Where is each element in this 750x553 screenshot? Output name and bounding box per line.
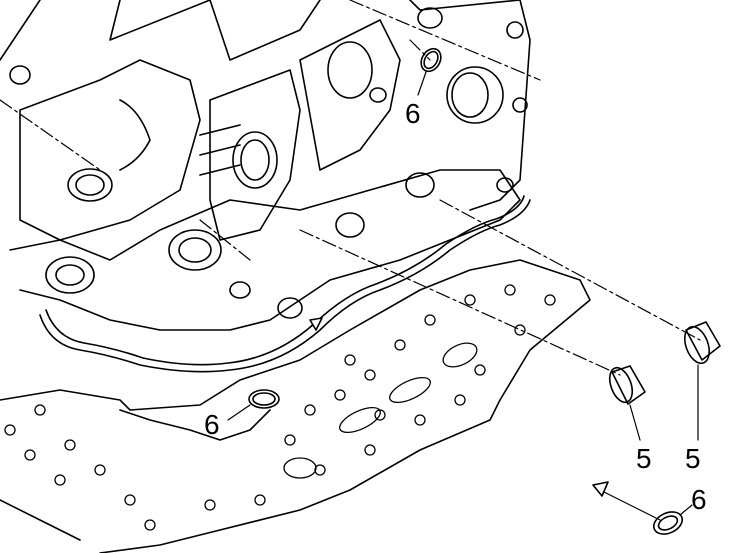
callout-label: 6 xyxy=(405,98,421,129)
callout-leaders xyxy=(227,71,699,521)
plate-holes xyxy=(4,284,556,531)
bushing-left xyxy=(608,365,646,405)
engine-block xyxy=(0,0,531,331)
callout-label: 6 xyxy=(204,409,220,440)
o-ring-top xyxy=(420,47,442,73)
direction-arrow-icon xyxy=(592,481,609,497)
direction-arrow-icon xyxy=(309,317,323,331)
leader-lines xyxy=(0,0,701,376)
o-ring-bottom xyxy=(652,511,684,535)
callout-label: 5 xyxy=(685,443,701,474)
lower-plate xyxy=(0,259,591,553)
bushing-right xyxy=(683,321,721,365)
o-ring-middle xyxy=(248,389,280,409)
callout-label: 5 xyxy=(636,443,652,474)
callout-label: 6 xyxy=(691,484,707,515)
